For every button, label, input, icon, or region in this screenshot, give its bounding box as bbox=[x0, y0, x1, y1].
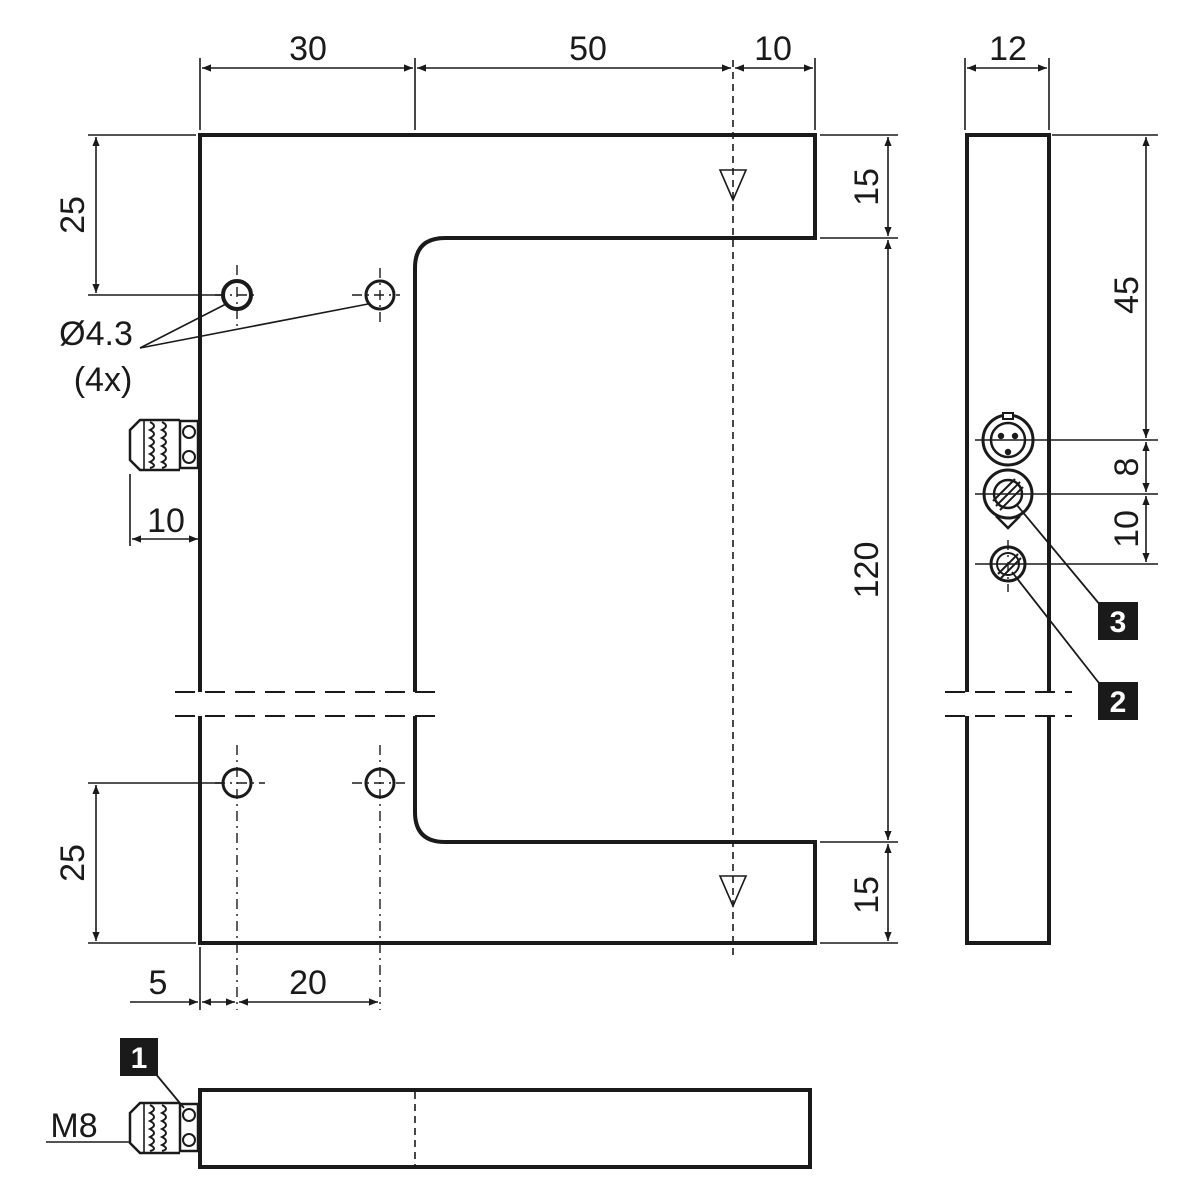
svg-text:1: 1 bbox=[131, 1042, 148, 1075]
svg-text:3: 3 bbox=[1110, 606, 1127, 639]
dim-label-connector-10: 10 bbox=[147, 502, 185, 540]
dim-label-12: 12 bbox=[989, 30, 1027, 68]
dim-label-10-side: 10 bbox=[1108, 510, 1146, 548]
dim-label-8: 8 bbox=[1108, 458, 1146, 477]
callout-badge-1: 1 bbox=[120, 1038, 158, 1076]
mounting-hole bbox=[215, 265, 259, 328]
mounting-hole bbox=[352, 745, 405, 1010]
leader-line bbox=[139, 303, 369, 349]
front-outline-lower bbox=[198, 716, 817, 945]
dim-label-15-top: 15 bbox=[848, 168, 886, 206]
dim-label-25-top: 25 bbox=[54, 196, 92, 234]
connector-m8-front bbox=[128, 418, 200, 472]
dim-label-20: 20 bbox=[289, 964, 327, 1002]
bottom-view: M8 1 bbox=[46, 1038, 812, 1169]
side-outline-lower bbox=[965, 716, 1051, 945]
mounting-hole bbox=[215, 745, 265, 1010]
led-indicator-3 bbox=[982, 468, 1034, 530]
bottom-outline bbox=[198, 1088, 812, 1169]
dim-label-45: 45 bbox=[1108, 276, 1146, 314]
side-view: 12 bbox=[945, 30, 1158, 945]
dim-label-5: 5 bbox=[149, 964, 168, 1002]
connector-m8-bottom bbox=[128, 1101, 200, 1155]
leader-line bbox=[139, 303, 227, 349]
connector-socket bbox=[981, 412, 1035, 467]
dim-label-120: 120 bbox=[848, 542, 886, 599]
hole-count-label: (4x) bbox=[74, 361, 133, 399]
callout-badge-3: 3 bbox=[1098, 602, 1138, 640]
dim-label-30: 30 bbox=[289, 30, 327, 68]
thread-label: M8 bbox=[50, 1107, 97, 1145]
led-indicator-2 bbox=[989, 540, 1027, 592]
front-view: 30 50 10 25 25 Ø4.3 (4x) 10 5 20 bbox=[54, 30, 898, 1010]
beam-direction-top bbox=[718, 169, 748, 203]
side-outline-upper bbox=[965, 133, 1051, 692]
svg-text:2: 2 bbox=[1110, 686, 1127, 719]
leader-line-3 bbox=[1015, 503, 1107, 613]
leader-line-2 bbox=[1011, 571, 1107, 693]
hole-diameter-label: Ø4.3 bbox=[59, 315, 133, 353]
front-outline-upper bbox=[198, 133, 817, 692]
dim-label-10: 10 bbox=[754, 30, 792, 68]
dim-label-15-bottom: 15 bbox=[848, 876, 886, 914]
beam-direction-bottom bbox=[718, 875, 748, 909]
dim-label-50: 50 bbox=[569, 30, 607, 68]
callout-badge-2: 2 bbox=[1098, 682, 1138, 720]
mounting-hole bbox=[352, 268, 400, 322]
dim-label-25-bottom: 25 bbox=[54, 844, 92, 882]
